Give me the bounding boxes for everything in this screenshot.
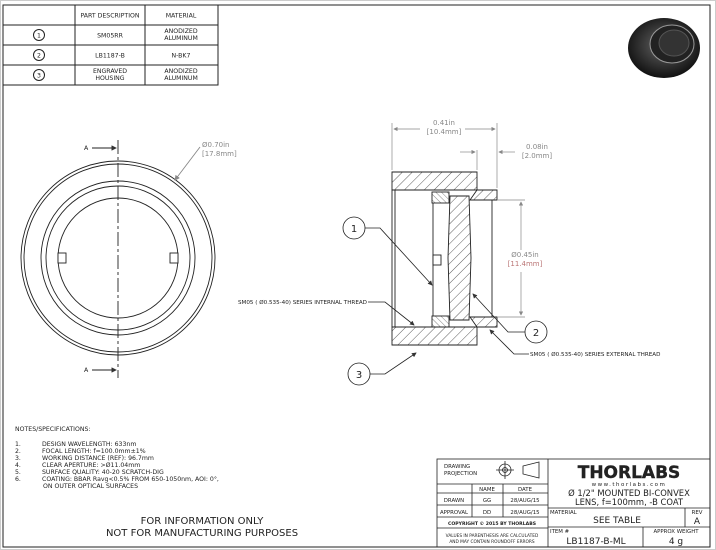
length-in: 0.41in [433,119,455,127]
external-thread-label: SM05 ( Ø0.535-40) SERIES EXTERNAL THREAD [530,351,660,358]
part-description: ENGRAVED [93,68,127,75]
drawing-frame [2,4,711,548]
note-text: WORKING DISTANCE (REF): 96.7mm [42,455,154,462]
table-row: 2 LB1187-B N-BK7 [33,49,191,61]
website: www.thorlabs.com [592,482,667,488]
section-view [391,171,498,346]
weight-label: APPROX WEIGHT [653,529,699,535]
row-number: 3 [37,73,41,80]
date-header: DATE [518,487,533,493]
item-label: ITEM # [550,529,570,535]
note-text: SURFACE QUALITY: 40-20 SCRATCH-DIG [42,469,164,476]
thread-length-in: 0.08in [526,143,548,151]
callout-leaders [342,216,548,386]
table-row: 3 ENGRAVED HOUSING ANODIZED ALUMINUM [33,68,198,82]
part-description: SM05RR [97,33,123,40]
title-block [436,458,711,548]
values-note: VALUES IN PARENTHESIS ARE CALCULATED [446,533,539,539]
material: ALUMINUM [164,35,198,42]
rev-label: REV [692,510,703,516]
notes: NOTES/SPECIFICATIONS: 1. DESIGN WAVELENG… [15,426,219,490]
dimensions [391,123,525,318]
disclaimer-line-2: NOT FOR MANUFACTURING PURPOSES [106,528,298,539]
callout-3: 3 [356,370,362,381]
projection-label: PROJECTION [444,471,477,477]
copyright: COPYRIGHT © 2015 BY THORLABS [448,521,536,527]
material: ANODIZED [164,68,197,75]
approval-label: APPROVAL [440,510,468,516]
title-block-text: DRAWING PROJECTION NAME DATE DRAWN GG 28… [440,463,703,547]
name-header: NAME [479,487,495,493]
drawn-date: 28/AUG/15 [510,498,539,504]
material-label: MATERIAL [550,510,577,516]
thread-length-mm: [2.0mm] [522,152,553,160]
approval-name: DD [483,510,491,516]
outer-diameter-in: Ø0.70in [202,141,229,149]
material: N-BK7 [172,53,191,60]
drawing-title: Ø 1/2" MOUNTED BI-CONVEX [568,488,690,498]
note-number: 2. [15,448,21,455]
outer-diameter-mm: [17.8mm] [202,150,237,158]
material: ALUMINUM [164,75,198,82]
header-material: MATERIAL [166,13,197,20]
parts-table: PART DESCRIPTION MATERIAL 1 SM05RR ANODI… [2,4,219,86]
rev-value: A [694,517,701,527]
note-number: 1. [15,441,21,448]
note-number: 5. [15,469,21,476]
part-description: HOUSING [95,75,124,82]
drawing-title: LENS, f=100mm, -B COAT [575,497,684,507]
row-number: 1 [37,33,41,40]
internal-thread-label: SM05 ( Ø0.535-40) SERIES INTERNAL THREAD [238,299,367,306]
section-label-bottom: A [84,367,89,374]
part-description: LB1187-B [95,53,125,60]
table-row: 1 SM05RR ANODIZED ALUMINUM [33,28,198,42]
material: ANODIZED [164,28,197,35]
callout-2: 2 [533,328,539,339]
note-number: 3. [15,455,21,462]
projection-label: DRAWING [444,464,470,470]
length-mm: [10.4mm] [427,128,462,136]
note-text: CLEAR APERTURE: >Ø11.04mm [42,461,140,469]
values-note: AND MAY CONTAIN ROUNDOFF ERRORS [449,539,535,545]
note-number: 6. [15,476,21,483]
disclaimer-line-1: FOR INFORMATION ONLY [141,516,265,527]
section-label-top: A [84,145,89,152]
item-value: LB1187-B-ML [566,537,625,547]
drawn-name: GG [483,498,491,504]
approval-date: 28/AUG/15 [510,510,539,516]
note-text: DESIGN WAVELENGTH: 633nm [42,441,136,448]
thorlabs-logo: THORLABS [578,463,681,483]
note-text: COATING: BBAR Ravg<0.5% FROM 650-1050nm,… [42,475,219,483]
notes-title: NOTES/SPECIFICATIONS: [15,426,91,433]
product-photo [628,18,700,78]
note-number: 4. [15,462,21,469]
aperture-in: Ø0.45in [511,251,538,259]
weight-value: 4 g [669,537,683,547]
front-view [20,140,216,378]
row-number: 2 [37,53,41,60]
note-text: ON OUTER OPTICAL SURFACES [43,483,138,490]
header-part-description: PART DESCRIPTION [80,13,139,20]
callout-1: 1 [351,224,357,235]
aperture-mm: [11.4mm] [508,260,543,268]
material-value: SEE TABLE [593,516,641,526]
drawn-label: DRAWN [444,498,464,504]
note-text: FOCAL LENGTH: f=100.0mm±1% [42,448,146,455]
